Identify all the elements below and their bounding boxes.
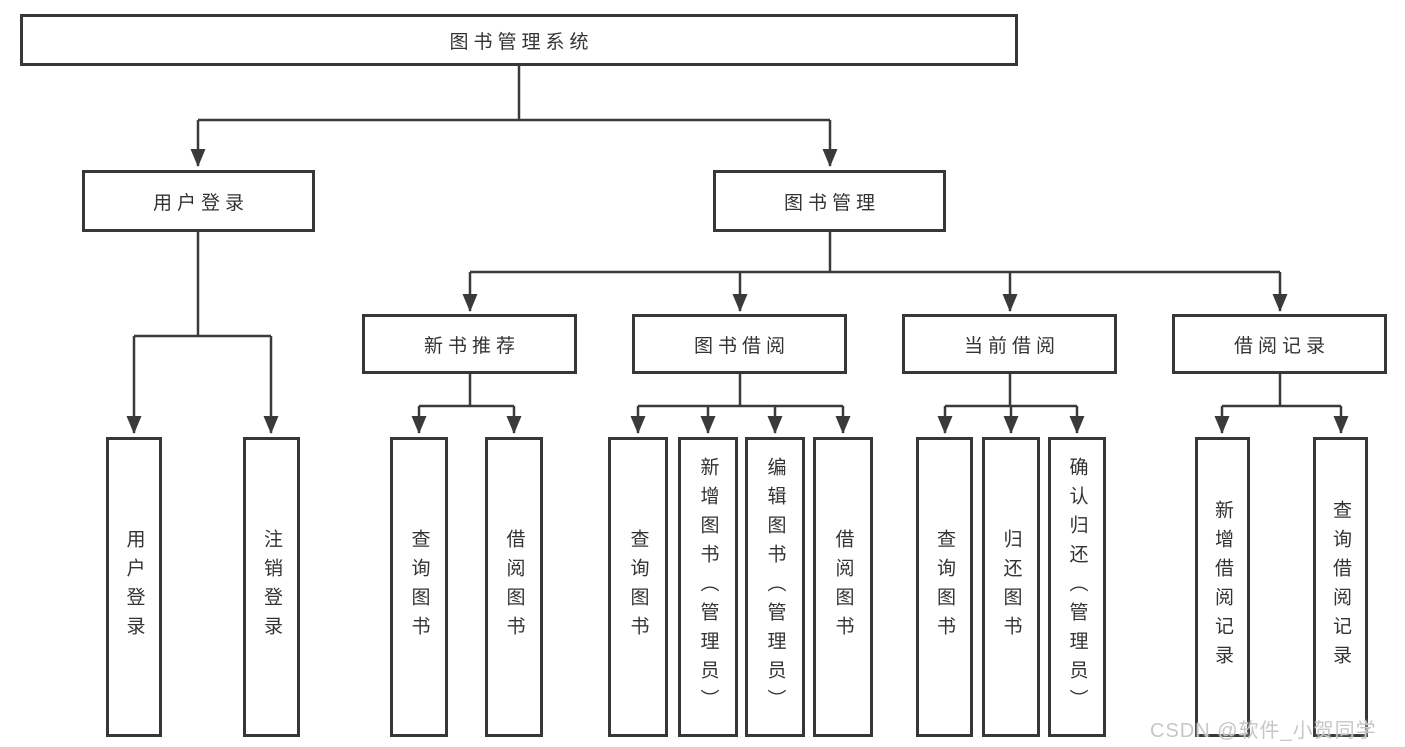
leaf-query-books-3: 查询图书 xyxy=(916,437,973,737)
node-book-management: 图书管理 xyxy=(713,170,946,232)
leaf-edit-books-admin: 编辑图书（管理员） xyxy=(745,437,805,737)
node-new-book-recommend: 新书推荐 xyxy=(362,314,577,374)
leaf-borrow-books-2: 借阅图书 xyxy=(813,437,873,737)
leaf-return-books: 归还图书 xyxy=(982,437,1040,737)
node-root-library-system: 图书管理系统 xyxy=(20,14,1018,66)
leaf-query-books-1: 查询图书 xyxy=(390,437,448,737)
leaf-confirm-return-admin: 确认归还（管理员） xyxy=(1048,437,1106,737)
leaf-query-books-2: 查询图书 xyxy=(608,437,668,737)
node-user-login: 用户登录 xyxy=(82,170,315,232)
leaf-logout: 注销登录 xyxy=(243,437,300,737)
leaf-borrow-books-1: 借阅图书 xyxy=(485,437,543,737)
leaf-query-borrow-record: 查询借阅记录 xyxy=(1313,437,1368,737)
node-book-borrowing: 图书借阅 xyxy=(632,314,847,374)
leaf-add-books-admin: 新增图书（管理员） xyxy=(678,437,738,737)
leaf-user-login: 用户登录 xyxy=(106,437,162,737)
node-current-borrowing: 当前借阅 xyxy=(902,314,1117,374)
leaf-add-borrow-record: 新增借阅记录 xyxy=(1195,437,1250,737)
node-borrow-records: 借阅记录 xyxy=(1172,314,1387,374)
csdn-watermark: CSDN @软件_小贺同学 xyxy=(1150,720,1377,742)
